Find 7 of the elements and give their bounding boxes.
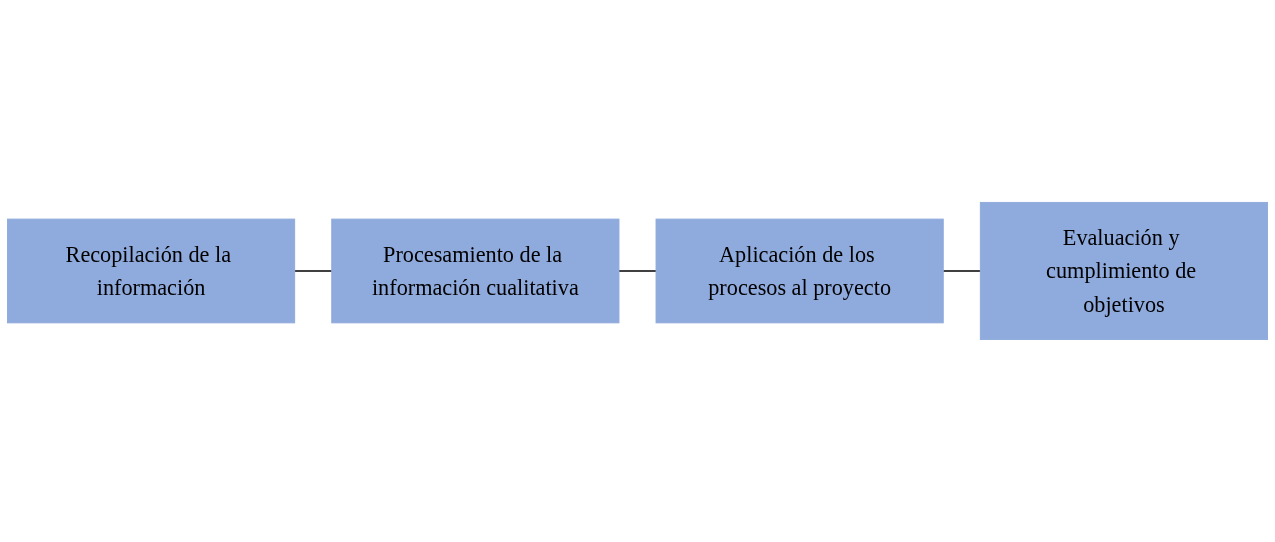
node-box: Aplicación de los procesos al proyecto (655, 218, 944, 324)
connector (618, 270, 657, 272)
node-box: Evaluación y cumplimiento de objetivos (979, 201, 1268, 341)
connector (942, 270, 981, 272)
node-box: Procesamiento de la información cualitativa (331, 218, 620, 324)
connector (294, 270, 333, 272)
node-box: Recopilación de la información (7, 218, 296, 324)
